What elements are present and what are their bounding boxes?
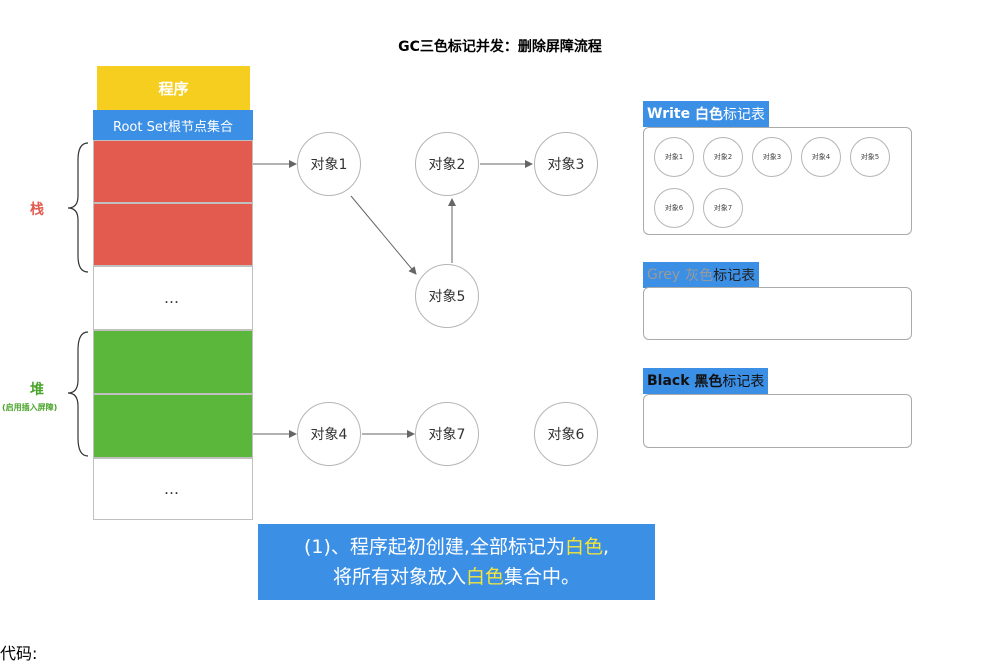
heap-note: (启用插入屏障) [2, 403, 58, 412]
heap-slot-1 [93, 330, 253, 394]
black-table-label-suffix: 标记表 [722, 374, 765, 390]
heap-brace [67, 331, 89, 457]
caption-line2-tail: 集合中。 [504, 566, 581, 588]
white-table-label-en: Write [647, 106, 691, 122]
black-table-label-en: Black [647, 373, 690, 389]
white-table-label: Write 白色标记表 [643, 101, 769, 127]
black-table-label-color: 黑色 [694, 374, 723, 390]
grey-table-label-suffix: 标记表 [713, 268, 756, 284]
edge-obj1-obj5 [350, 195, 417, 275]
node-object-3: 对象3 [534, 132, 598, 196]
grey-table-label: Grey 灰色标记表 [643, 262, 760, 288]
black-table-box [643, 394, 912, 448]
step-caption: (1)、程序起初创建,全部标记为白色, 将所有对象放入白色集合中。 [258, 524, 655, 600]
stack-slot-2 [93, 203, 253, 266]
stack-brace [67, 142, 89, 273]
grey-table-label-color: 灰色 [685, 268, 714, 284]
grey-table-label-en: Grey [647, 267, 681, 283]
grey-table-box [643, 287, 912, 340]
white-table-item: 对象7 [703, 188, 743, 228]
stack-slot-1 [93, 140, 253, 203]
node-object-6: 对象6 [534, 402, 598, 466]
node-object-4: 对象4 [297, 402, 361, 466]
caption-line1-tail: , [602, 536, 610, 558]
white-table-item: 对象2 [703, 137, 743, 177]
caption-line2-text: 将所有对象放入 [332, 566, 466, 588]
node-object-5: 对象5 [415, 264, 479, 328]
caption-line1-text: (1)、程序起初创建,全部标记为 [303, 536, 565, 558]
caption-line2-highlight: 白色 [465, 566, 504, 588]
white-table-item: 对象3 [752, 137, 792, 177]
white-table-label-suffix: 标记表 [722, 107, 765, 123]
stack-ellipsis: … [93, 266, 253, 330]
caption-line1-highlight: 白色 [564, 536, 603, 558]
node-object-1: 对象1 [297, 132, 361, 196]
footer-text: 代码: [0, 644, 38, 663]
white-table-item: 对象4 [801, 137, 841, 177]
caption-line-2: 将所有对象放入白色集合中。 [333, 562, 580, 592]
program-header: 程序 [97, 66, 250, 110]
black-table-label: Black 黑色标记表 [643, 368, 769, 394]
root-set-header: Root Set根节点集合 [93, 110, 253, 140]
caption-line-1: (1)、程序起初创建,全部标记为白色, [304, 532, 609, 562]
heap-ellipsis: … [93, 458, 253, 520]
white-table-item: 对象1 [654, 137, 694, 177]
white-table-item: 对象5 [850, 137, 890, 177]
heap-slot-2 [93, 394, 253, 458]
node-object-7: 对象7 [415, 402, 479, 466]
stack-label: 栈 [30, 202, 44, 218]
white-table-label-color: 白色 [694, 107, 723, 123]
node-object-2: 对象2 [415, 132, 479, 196]
white-table-item: 对象6 [654, 188, 694, 228]
diagram-title: GC三色标记并发：删除屏障流程 [398, 39, 602, 55]
heap-label: 堆 [30, 382, 44, 398]
